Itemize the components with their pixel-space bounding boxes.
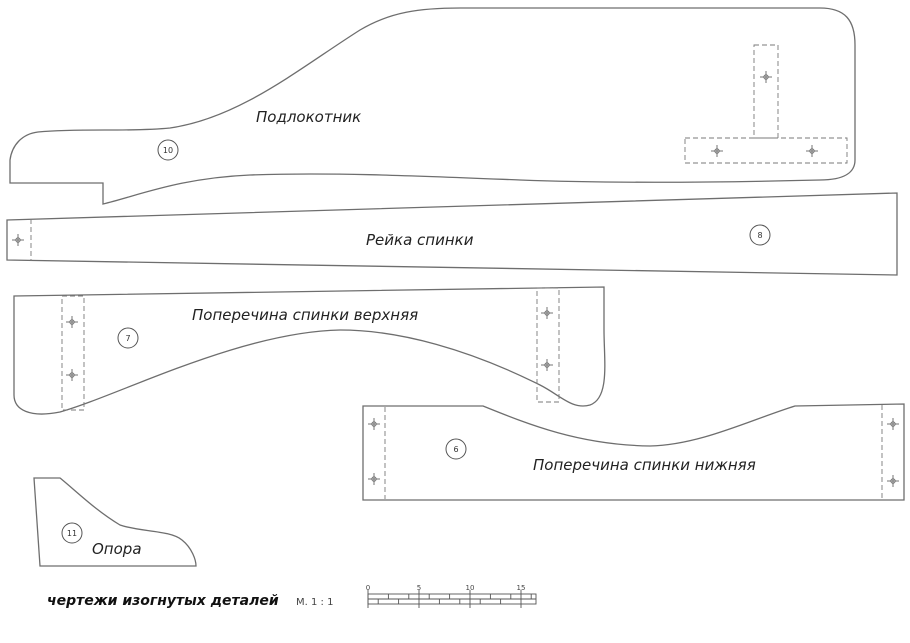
- support-part: 11 Опора: [33, 477, 197, 567]
- upper-crossbar-hole-3: [541, 307, 553, 319]
- lower-crossbar-part: 6 Поперечина спинки нижняя: [362, 403, 905, 501]
- upper-crossbar-label: Поперечина спинки верхняя: [192, 306, 418, 324]
- back-rail-hole: [12, 234, 24, 246]
- lower-crossbar-outline: [362, 403, 905, 501]
- ruler-tick-label-0: 0: [366, 584, 370, 592]
- lower-crossbar-hole-4: [887, 475, 899, 487]
- lower-crossbar-hole-2: [368, 473, 380, 485]
- scale-ruler: 0 5 10 15: [366, 584, 537, 608]
- support-label: Опора: [92, 540, 142, 558]
- lower-crossbar-number: 6: [453, 445, 458, 454]
- support-number-circle: [61, 522, 83, 544]
- armrest-hole-1: [760, 71, 772, 83]
- upper-crossbar-tab-right: [536, 287, 560, 403]
- armrest-number-circle: [157, 139, 179, 161]
- lower-crossbar-number-circle: [445, 438, 467, 460]
- back-rail-number: 8: [757, 231, 762, 240]
- armrest-hole-2: [711, 145, 723, 157]
- armrest-tab-horizontal: [684, 137, 848, 164]
- support-number: 11: [67, 529, 77, 538]
- ruler-tick-label-5: 5: [417, 584, 421, 592]
- upper-crossbar-number: 7: [125, 334, 130, 343]
- upper-crossbar-tab-left: [61, 295, 85, 411]
- upper-crossbar-number-circle: [117, 327, 139, 349]
- lower-crossbar-hole-1: [368, 418, 380, 430]
- upper-crossbar-hole-4: [541, 359, 553, 371]
- back-rail-outline: [6, 192, 898, 276]
- scale-label: М. 1 : 1: [296, 597, 333, 608]
- support-outline: [33, 477, 197, 567]
- armrest-hole-3: [806, 145, 818, 157]
- lower-crossbar-label: Поперечина спинки нижняя: [533, 456, 756, 474]
- back-rail-label: Рейка спинки: [366, 231, 474, 249]
- armrest-part: 10 Подлокотник: [9, 7, 856, 205]
- armrest-label: Подлокотник: [256, 108, 361, 126]
- ruler-ticks: [367, 590, 532, 608]
- armrest-number: 10: [163, 146, 173, 155]
- back-rail-number-circle: [749, 224, 771, 246]
- drawing-caption: чертежи изогнутых деталей: [47, 593, 279, 609]
- upper-crossbar-outline: [13, 286, 606, 415]
- ruler-tick-label-15: 15: [517, 584, 526, 592]
- armrest-outline: [9, 7, 856, 205]
- lower-crossbar-hole-3: [887, 418, 899, 430]
- ruler-tick-label-10: 10: [466, 584, 475, 592]
- upper-crossbar-hole-1: [66, 316, 78, 328]
- back-rail-part: 8 Рейка спинки: [6, 192, 898, 276]
- upper-crossbar-hole-2: [66, 369, 78, 381]
- upper-crossbar-part: 7 Поперечина спинки верхняя: [13, 286, 606, 415]
